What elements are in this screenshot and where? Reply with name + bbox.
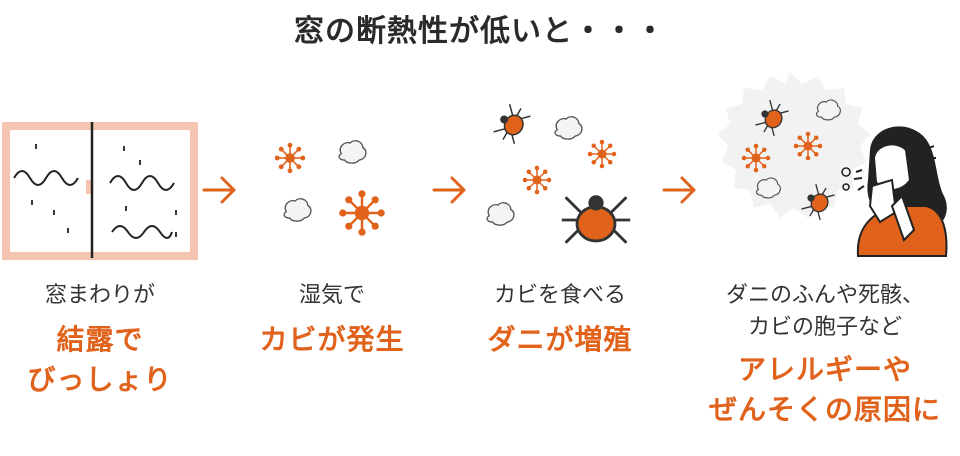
step-2-text: 湿気で カビが発生 <box>232 280 432 360</box>
arrow-right-icon <box>662 176 696 204</box>
step-1-text: 窓まわりが 結露で びっしょり <box>0 280 200 400</box>
page-title: 窓の断熱性が低いと・・・ <box>294 14 666 49</box>
step-1-highlight-line-2: びっしょり <box>27 363 173 396</box>
step-1-highlight-line-1: 結露で <box>56 323 144 356</box>
step-4-caption-line-1: ダニのふんや死骸、 <box>725 283 924 308</box>
step-1-caption: 窓まわりが <box>44 283 155 308</box>
step-2-caption: 湿気で <box>298 283 365 308</box>
step-3-caption: カビを食べる <box>493 283 626 308</box>
step-4-text: ダニのふんや死骸、 カビの胞子など アレルギーや ぜんそくの原因に <box>690 280 960 430</box>
step-2-highlight: カビが発生 <box>259 323 405 356</box>
step-4-highlight-line-1: アレルギーや <box>737 353 912 386</box>
step-3-text: カビを食べる ダニが増殖 <box>460 280 660 360</box>
arrow-right-icon <box>432 176 466 204</box>
arrow-right-icon <box>202 176 236 204</box>
sneezing-person-icon <box>718 72 948 257</box>
dust-mite-icon <box>486 101 632 245</box>
window-condensation-icon <box>2 122 198 260</box>
step-4-caption-line-2: カビの胞子など <box>747 315 902 340</box>
mold-spores-icon <box>273 140 386 238</box>
step-3-highlight: ダニが増殖 <box>487 323 633 356</box>
step-4-highlight-line-2: ぜんそくの原因に <box>708 393 941 426</box>
